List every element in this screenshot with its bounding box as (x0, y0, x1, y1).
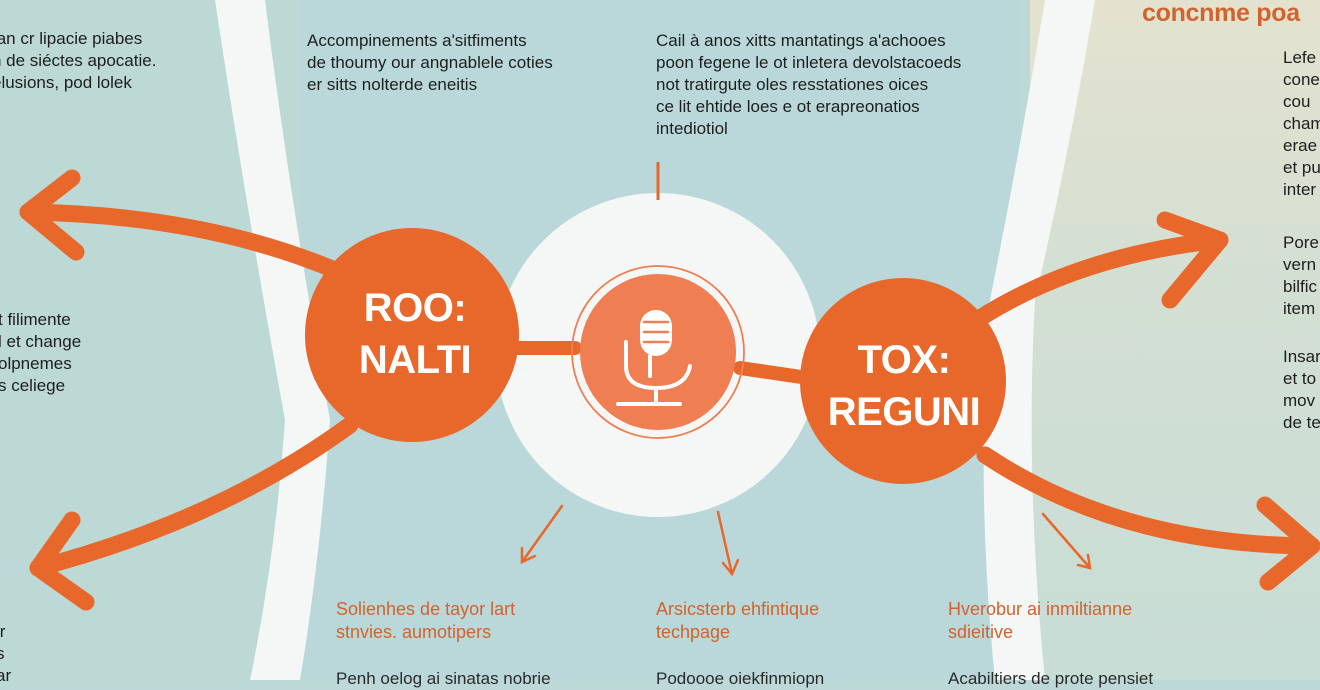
bottom-middle-subtext: Podoooe oiekfinmiopn (656, 669, 825, 688)
top-middle-text: Accompinements a'sitfiments de thoumy ou… (307, 31, 553, 94)
arrow-upper-right-head (1156, 211, 1229, 309)
separator-band-left (215, 0, 330, 680)
arrow-lower-left (29, 416, 359, 577)
node-right-label: TOX: REGUNI (827, 338, 981, 434)
mic-node-ring (571, 265, 745, 439)
arrow-lower-right-head (1256, 496, 1320, 591)
separator-band-right (983, 0, 1095, 680)
top-left-text: tan cr lipacie piabes n de siéctes apoca… (0, 29, 157, 92)
arrow-lower-left-head (29, 511, 95, 611)
bottom-left-subtext: Penh oelog ai sinatas nobrie (336, 669, 551, 688)
pointer-arrow-left (520, 504, 564, 564)
right-text-block-3: Insar et to mov de te (1283, 347, 1320, 432)
right-text-block-2: Pore vern bilfic item (1283, 233, 1319, 318)
node-left (305, 228, 519, 442)
left-middle-text: t filimente l et change olpnemes s celie… (0, 310, 82, 395)
node-right (800, 278, 1006, 484)
right-text-block-1: Lefe cone cou cham erae et pu inter (1283, 48, 1320, 199)
pointer-arrow-middle (716, 510, 734, 576)
left-bottom-text: ir s ar (0, 622, 12, 685)
arrow-lower-right (976, 446, 1320, 555)
arrow-upper-right (971, 231, 1229, 327)
bottom-middle-title: Arsicsterb ehfintique techpage (656, 599, 820, 642)
arrow-upper-left (19, 203, 339, 277)
bottom-left-title: Solienhes de tayor lart stnvies. aumotip… (336, 599, 516, 642)
pointer-arrow-right (1041, 512, 1092, 570)
bottom-right-title: Hverobur ai inmiltianne sdieitive (948, 599, 1133, 642)
arrow-upper-left-head (19, 169, 85, 261)
top-right-title: concnme poa (1142, 0, 1300, 27)
background-right-panel (1030, 0, 1320, 680)
connector-right (733, 361, 815, 385)
microphone-icon (616, 310, 692, 406)
bottom-right-subtext: Acabiltiers de prote pensiet (948, 669, 1154, 688)
node-left-label: ROO: NALTI (358, 286, 472, 382)
top-right-text: Cail à anos xitts mantatings a'achooes p… (656, 31, 962, 138)
